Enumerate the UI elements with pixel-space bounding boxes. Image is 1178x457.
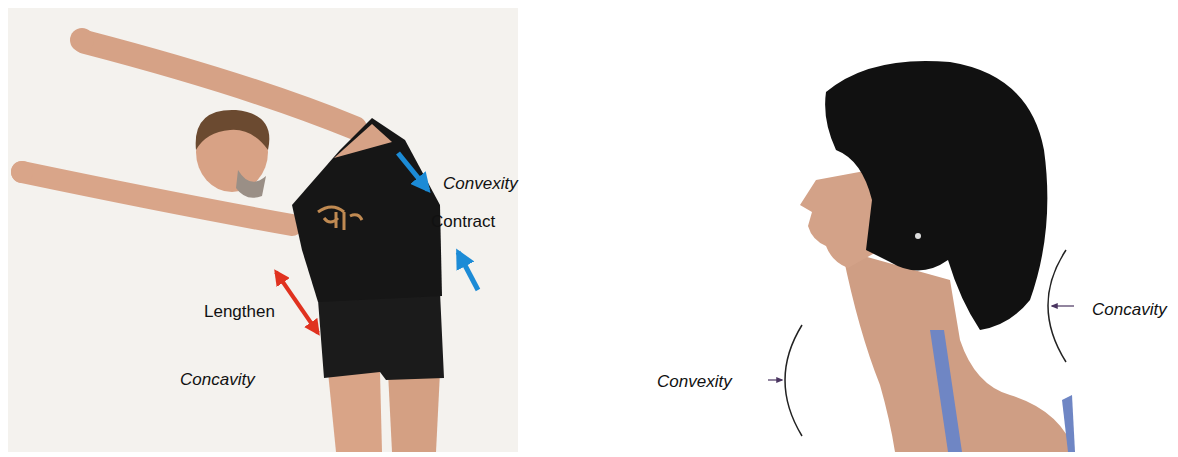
convexity-label: Convexity [657, 372, 732, 392]
contract-label: Contract [431, 212, 495, 232]
concavity-label: Concavity [180, 370, 255, 390]
convexity-label: Convexity [443, 174, 518, 194]
neck-extension-photo [768, 61, 1075, 452]
concavity-label: Concavity [1092, 300, 1167, 320]
lengthen-label: Lengthen [204, 302, 275, 322]
side-bend-photo [8, 8, 518, 452]
